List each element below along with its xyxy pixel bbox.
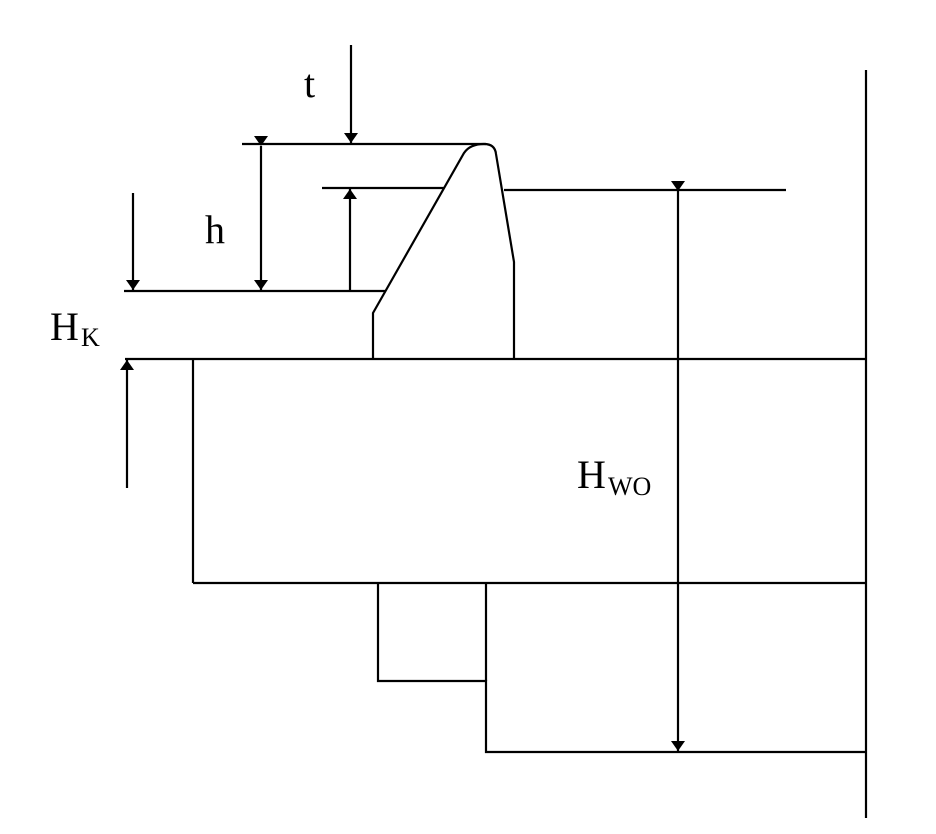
label-hwo: H WO	[577, 452, 651, 501]
label-hwo-subscript: WO	[608, 472, 651, 501]
label-hk: H K	[50, 304, 100, 352]
lower-step	[376, 583, 866, 754]
label-h: h	[205, 207, 225, 252]
label-hk-subscript: K	[81, 323, 100, 352]
label-t: t	[304, 61, 315, 106]
tooth-profile	[371, 142, 516, 359]
label-hk-main: H	[50, 304, 79, 349]
label-hwo-main: H	[577, 452, 606, 497]
